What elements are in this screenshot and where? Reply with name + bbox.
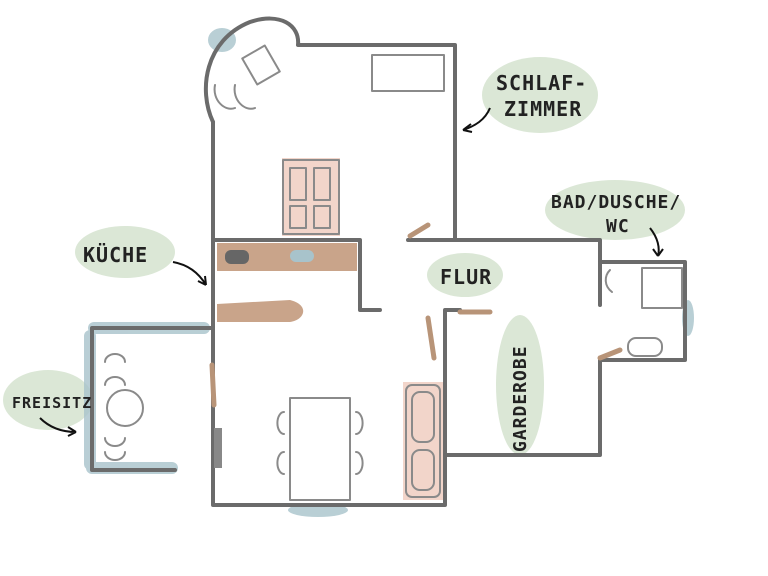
- bedroom-furniture: [213, 44, 445, 235]
- label-bad: BAD/DUSCHE/: [551, 192, 681, 213]
- doors: [209, 222, 623, 408]
- label-schlafzimmer-line1: SCHLAF-: [496, 71, 587, 95]
- label-schlafzimmer-line2: ZIMMER: [504, 97, 582, 121]
- bathroom-fixtures: [604, 267, 683, 357]
- label-kueche: KÜCHE: [83, 243, 148, 267]
- window-markers: [84, 28, 694, 517]
- label-flur: FLUR: [440, 265, 492, 289]
- kitchen-furniture: [217, 243, 357, 322]
- dining-table: [214, 384, 441, 501]
- label-garderobe: GARDEROBE: [510, 345, 531, 452]
- label-wc: WC: [606, 216, 630, 237]
- patio-furniture: [104, 353, 144, 461]
- label-arrows: [39, 107, 664, 437]
- label-freisitz: FREISITZ: [12, 394, 92, 412]
- label-backgrounds: [3, 57, 685, 455]
